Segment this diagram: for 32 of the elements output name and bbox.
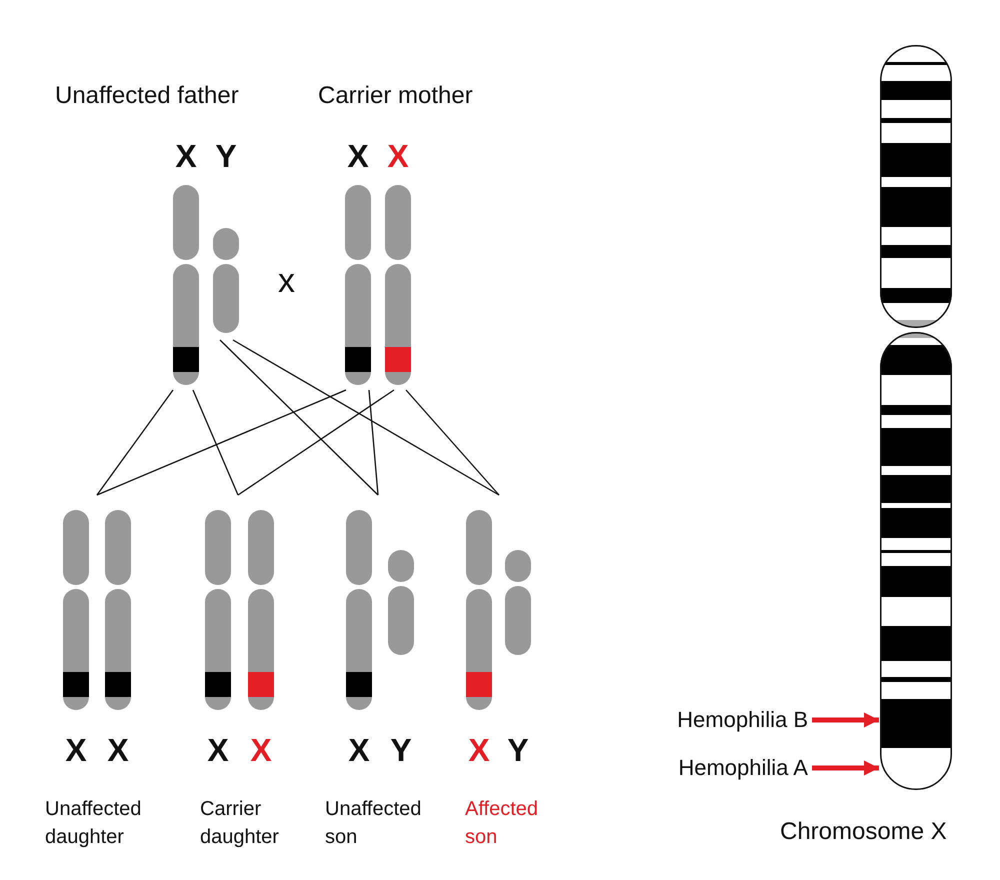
chromosome-letter: Y [506, 732, 530, 768]
cross-symbol: x [278, 262, 295, 301]
arrow [812, 712, 879, 728]
chromosome-letter: X [206, 732, 230, 768]
offspring-label: Carrier daughter [200, 797, 280, 850]
chromosome-letter: X [386, 138, 410, 174]
chromosome-letter: X [467, 732, 491, 768]
parent-label: Unaffected father [55, 82, 239, 110]
inheritance-line [192, 390, 239, 496]
inheritance-line [220, 340, 378, 496]
inheritance-line [232, 339, 500, 496]
chromosome-letter: Y [214, 138, 238, 174]
disease-label: Hemophilia B [676, 706, 808, 734]
offspring-label: Unaffected daughter [45, 797, 142, 850]
inheritance-line [368, 390, 379, 496]
chromosome-letter: X [64, 732, 88, 768]
inheritance-line [406, 390, 500, 496]
inheritance-line [96, 389, 346, 496]
inheritance-line [238, 389, 394, 496]
parent-label: Carrier mother [318, 82, 473, 110]
chromosome-letter: X [106, 732, 130, 768]
offspring-label: Affected son [465, 797, 540, 850]
chromosome-letter: X [249, 732, 273, 768]
chromosome-label: Chromosome X [780, 818, 947, 846]
offspring-label: Unaffected son [325, 797, 422, 850]
chromosome-letter: X [346, 138, 370, 174]
arrow [812, 760, 879, 776]
chromosome-letter: Y [389, 732, 413, 768]
chromosome-letter: X [347, 732, 371, 768]
inheritance-line [96, 390, 174, 496]
chromosome-letter: X [174, 138, 198, 174]
disease-label: Hemophilia A [677, 754, 808, 782]
